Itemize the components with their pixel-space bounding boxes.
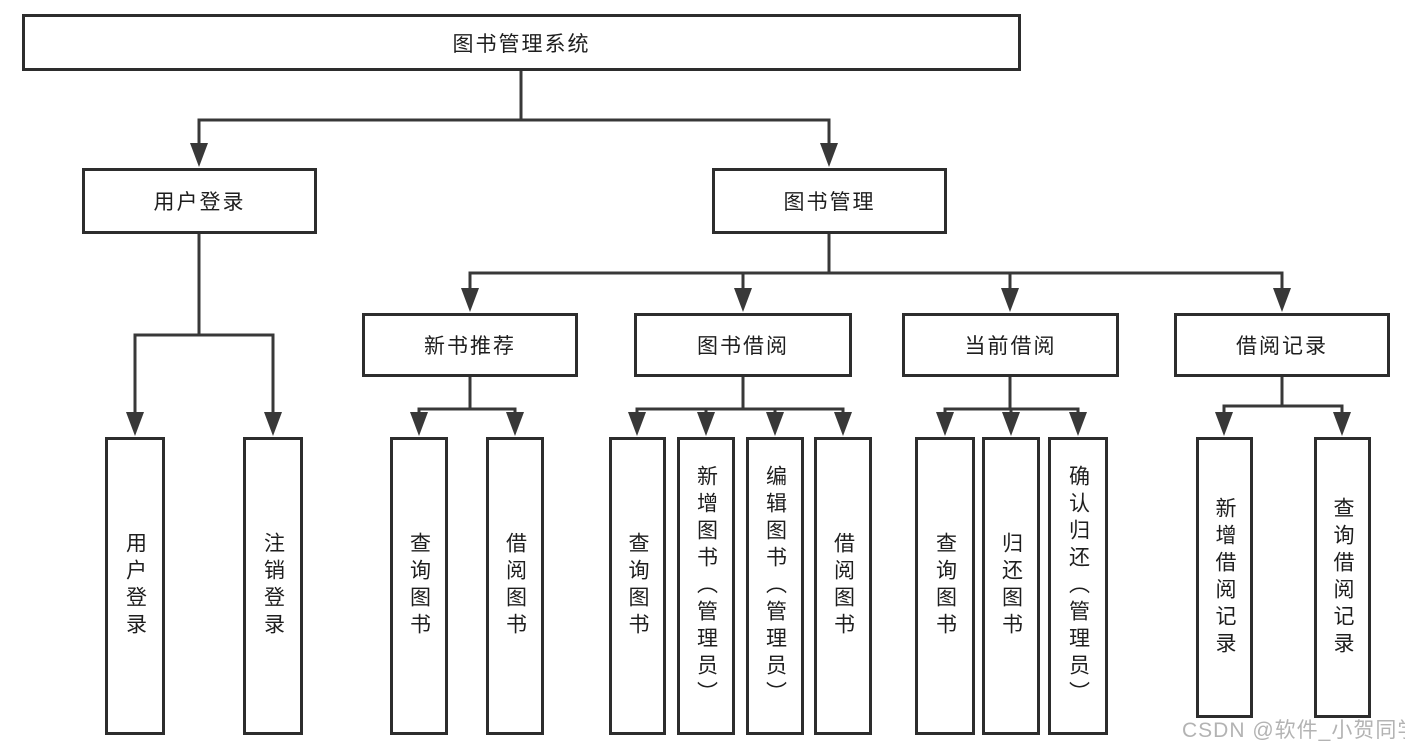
node-label: 新增图书（管理员） (694, 464, 718, 708)
node-label: 借阅记录 (1236, 335, 1328, 358)
leaf-bb-borrow-books: 借阅图书 (814, 437, 872, 735)
node-borrowing-records: 借阅记录 (1174, 313, 1390, 377)
leaf-bb-query-books: 查询图书 (609, 437, 666, 735)
node-label: 查询图书 (407, 532, 431, 640)
node-new-book-recommend: 新书推荐 (362, 313, 578, 377)
leaf-br-query-record: 查询借阅记录 (1314, 437, 1371, 718)
node-current-borrowing: 当前借阅 (902, 313, 1119, 377)
node-label: 查询图书 (933, 532, 957, 640)
edge-new-book-rec-to-leaves (410, 377, 524, 436)
node-label: 编辑图书（管理员） (763, 464, 787, 708)
node-library-management-system: 图书管理系统 (22, 14, 1021, 71)
node-label: 当前借阅 (964, 335, 1057, 358)
leaf-br-add-record: 新增借阅记录 (1196, 437, 1253, 718)
edge-root-to-level2 (190, 70, 838, 167)
leaf-cb-confirm-return-admin: 确认归还（管理员） (1048, 437, 1108, 735)
node-label: 新书推荐 (424, 335, 516, 358)
leaf-nbr-borrow-books: 借阅图书 (486, 437, 544, 735)
node-label: 确认归还（管理员） (1066, 464, 1090, 708)
leaf-logout: 注销登录 (243, 437, 303, 735)
node-label: 用户登录 (153, 191, 246, 214)
node-label: 注销登录 (261, 532, 285, 640)
edge-book-borrow-to-leaves (628, 377, 852, 436)
leaf-cb-return-books: 归还图书 (982, 437, 1040, 735)
leaf-cb-query-books: 查询图书 (915, 437, 975, 735)
node-label: 查询借阅记录 (1331, 496, 1354, 659)
node-user-login: 用户登录 (82, 168, 317, 234)
node-label: 查询图书 (626, 532, 649, 640)
edge-user-login-to-leaves (126, 233, 282, 436)
leaf-bb-add-books-admin: 新增图书（管理员） (677, 437, 735, 735)
node-label: 用户登录 (123, 532, 147, 640)
node-label: 归还图书 (999, 532, 1023, 640)
leaf-user-login: 用户登录 (105, 437, 165, 735)
node-book-management: 图书管理 (712, 168, 947, 234)
node-label: 图书管理 (783, 191, 876, 214)
leaf-bb-edit-books-admin: 编辑图书（管理员） (746, 437, 804, 735)
edge-borrow-records-to-leaves (1215, 377, 1351, 436)
node-label: 借阅图书 (503, 532, 527, 640)
node-label: 借阅图书 (831, 532, 855, 640)
node-label: 图书借阅 (697, 335, 789, 358)
edge-book-mgmt-to-level3 (461, 233, 1291, 312)
leaf-nbr-query-books: 查询图书 (390, 437, 448, 735)
edge-current-borrow-to-leaves (936, 377, 1087, 436)
node-book-borrowing: 图书借阅 (634, 313, 852, 377)
node-label: 新增借阅记录 (1213, 496, 1236, 659)
node-label: 图书管理系统 (452, 32, 591, 56)
csdn-watermark: CSDN @软件_小贺同学 (1182, 719, 1405, 742)
